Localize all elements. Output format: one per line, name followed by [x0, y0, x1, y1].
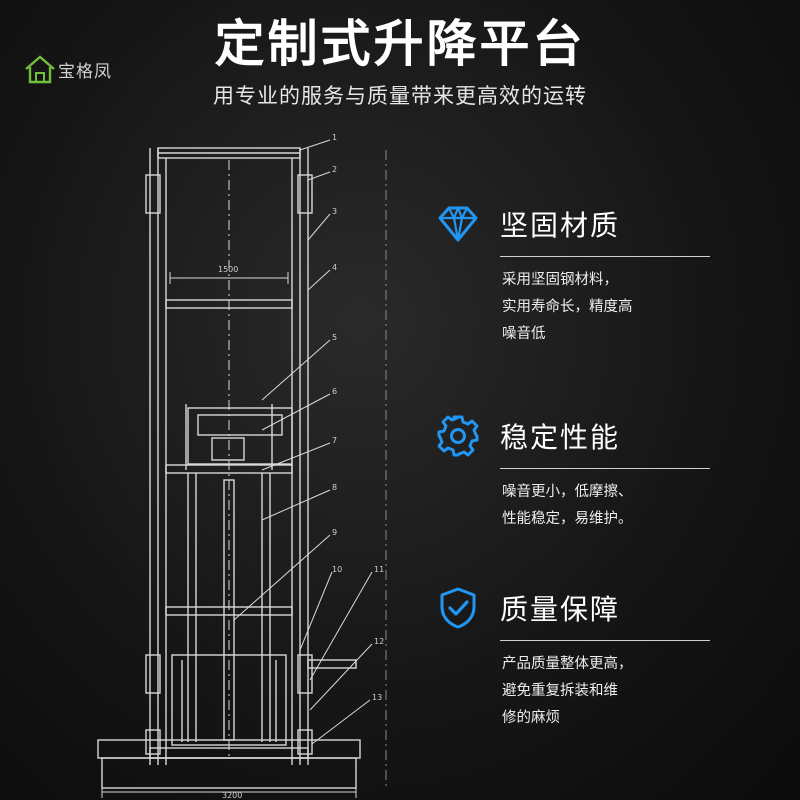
- divider: [500, 468, 710, 469]
- callout-10: 10: [332, 565, 342, 574]
- feature-sturdy-material: 坚固材质 采用坚固钢材料， 实用寿命长，精度高 噪音低: [436, 202, 736, 348]
- callout-5: 5: [332, 333, 337, 342]
- feature-description: 产品质量整体更高， 避免重复拆装和维 修的麻烦: [502, 651, 736, 732]
- callout-12: 12: [374, 637, 384, 646]
- feature-stable-performance: 稳定性能 噪音更小，低摩擦、 性能稳定，易维护。: [436, 414, 736, 533]
- feature-description: 噪音更小，低摩擦、 性能稳定，易维护。: [502, 479, 736, 533]
- dim-bottom-label: 3200: [222, 791, 242, 800]
- callout-4: 4: [332, 263, 337, 272]
- callout-9: 9: [332, 528, 337, 537]
- feature-title: 稳定性能: [500, 421, 621, 454]
- callout-11: 11: [374, 565, 384, 574]
- page-subtitle: 用专业的服务与质量带来更高效的运转: [213, 84, 587, 108]
- divider: [500, 640, 710, 641]
- page-title: 定制式升降平台: [214, 15, 586, 73]
- feature-line: 避免重复拆装和维: [502, 683, 618, 699]
- shield-check-icon: [440, 587, 476, 629]
- callout-6: 6: [332, 387, 337, 396]
- feature-line: 产品质量整体更高，: [502, 656, 633, 672]
- feature-line: 性能稳定，易维护。: [502, 511, 633, 527]
- feature-description: 采用坚固钢材料， 实用寿命长，精度高 噪音低: [502, 267, 736, 348]
- callout-7: 7: [332, 436, 337, 445]
- feature-title: 坚固材质: [500, 209, 621, 242]
- house-logo-icon: [25, 55, 55, 84]
- diamond-icon: [438, 206, 478, 242]
- feature-line: 噪音更小，低摩擦、: [502, 484, 633, 500]
- callout-3: 3: [332, 207, 337, 216]
- feature-line: 噪音低: [502, 326, 546, 342]
- divider: [500, 256, 710, 257]
- feature-line: 修的麻烦: [502, 710, 560, 726]
- callout-1: 1: [332, 133, 337, 142]
- feature-line: 实用寿命长，精度高: [502, 299, 633, 315]
- dim-top-label: 1500: [218, 265, 238, 274]
- feature-line: 采用坚固钢材料，: [502, 272, 618, 288]
- callout-2: 2: [332, 165, 337, 174]
- brand-logo: 宝格凤: [24, 54, 112, 84]
- feature-quality-assurance: 质量保障 产品质量整体更高， 避免重复拆装和维 修的麻烦: [436, 586, 736, 732]
- callout-13: 13: [372, 693, 382, 702]
- gear-icon: [437, 415, 479, 457]
- callout-8: 8: [332, 483, 337, 492]
- brand-name: 宝格凤: [58, 61, 112, 82]
- feature-title: 质量保障: [500, 593, 621, 626]
